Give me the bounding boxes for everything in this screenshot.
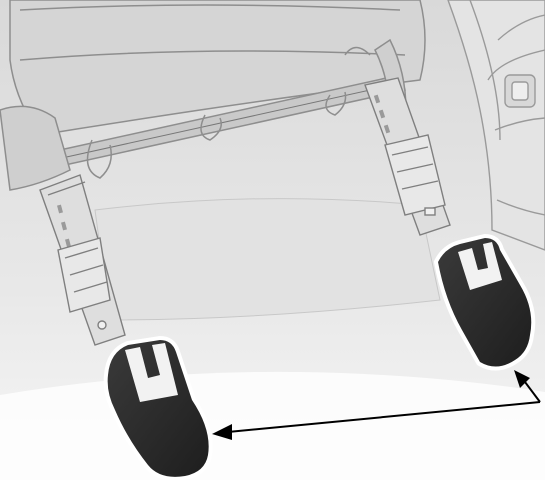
center-console: [447, 0, 545, 251]
left-rail-slots: [57, 204, 71, 248]
seat-frame: [0, 0, 426, 191]
right-rail-slots: [373, 94, 391, 134]
left-rail-cover: [103, 335, 213, 481]
left-seat-rail: [39, 174, 126, 346]
double-arrow: [212, 370, 541, 440]
right-seat-rail: [364, 77, 451, 236]
right-rail-cover: [433, 233, 536, 371]
